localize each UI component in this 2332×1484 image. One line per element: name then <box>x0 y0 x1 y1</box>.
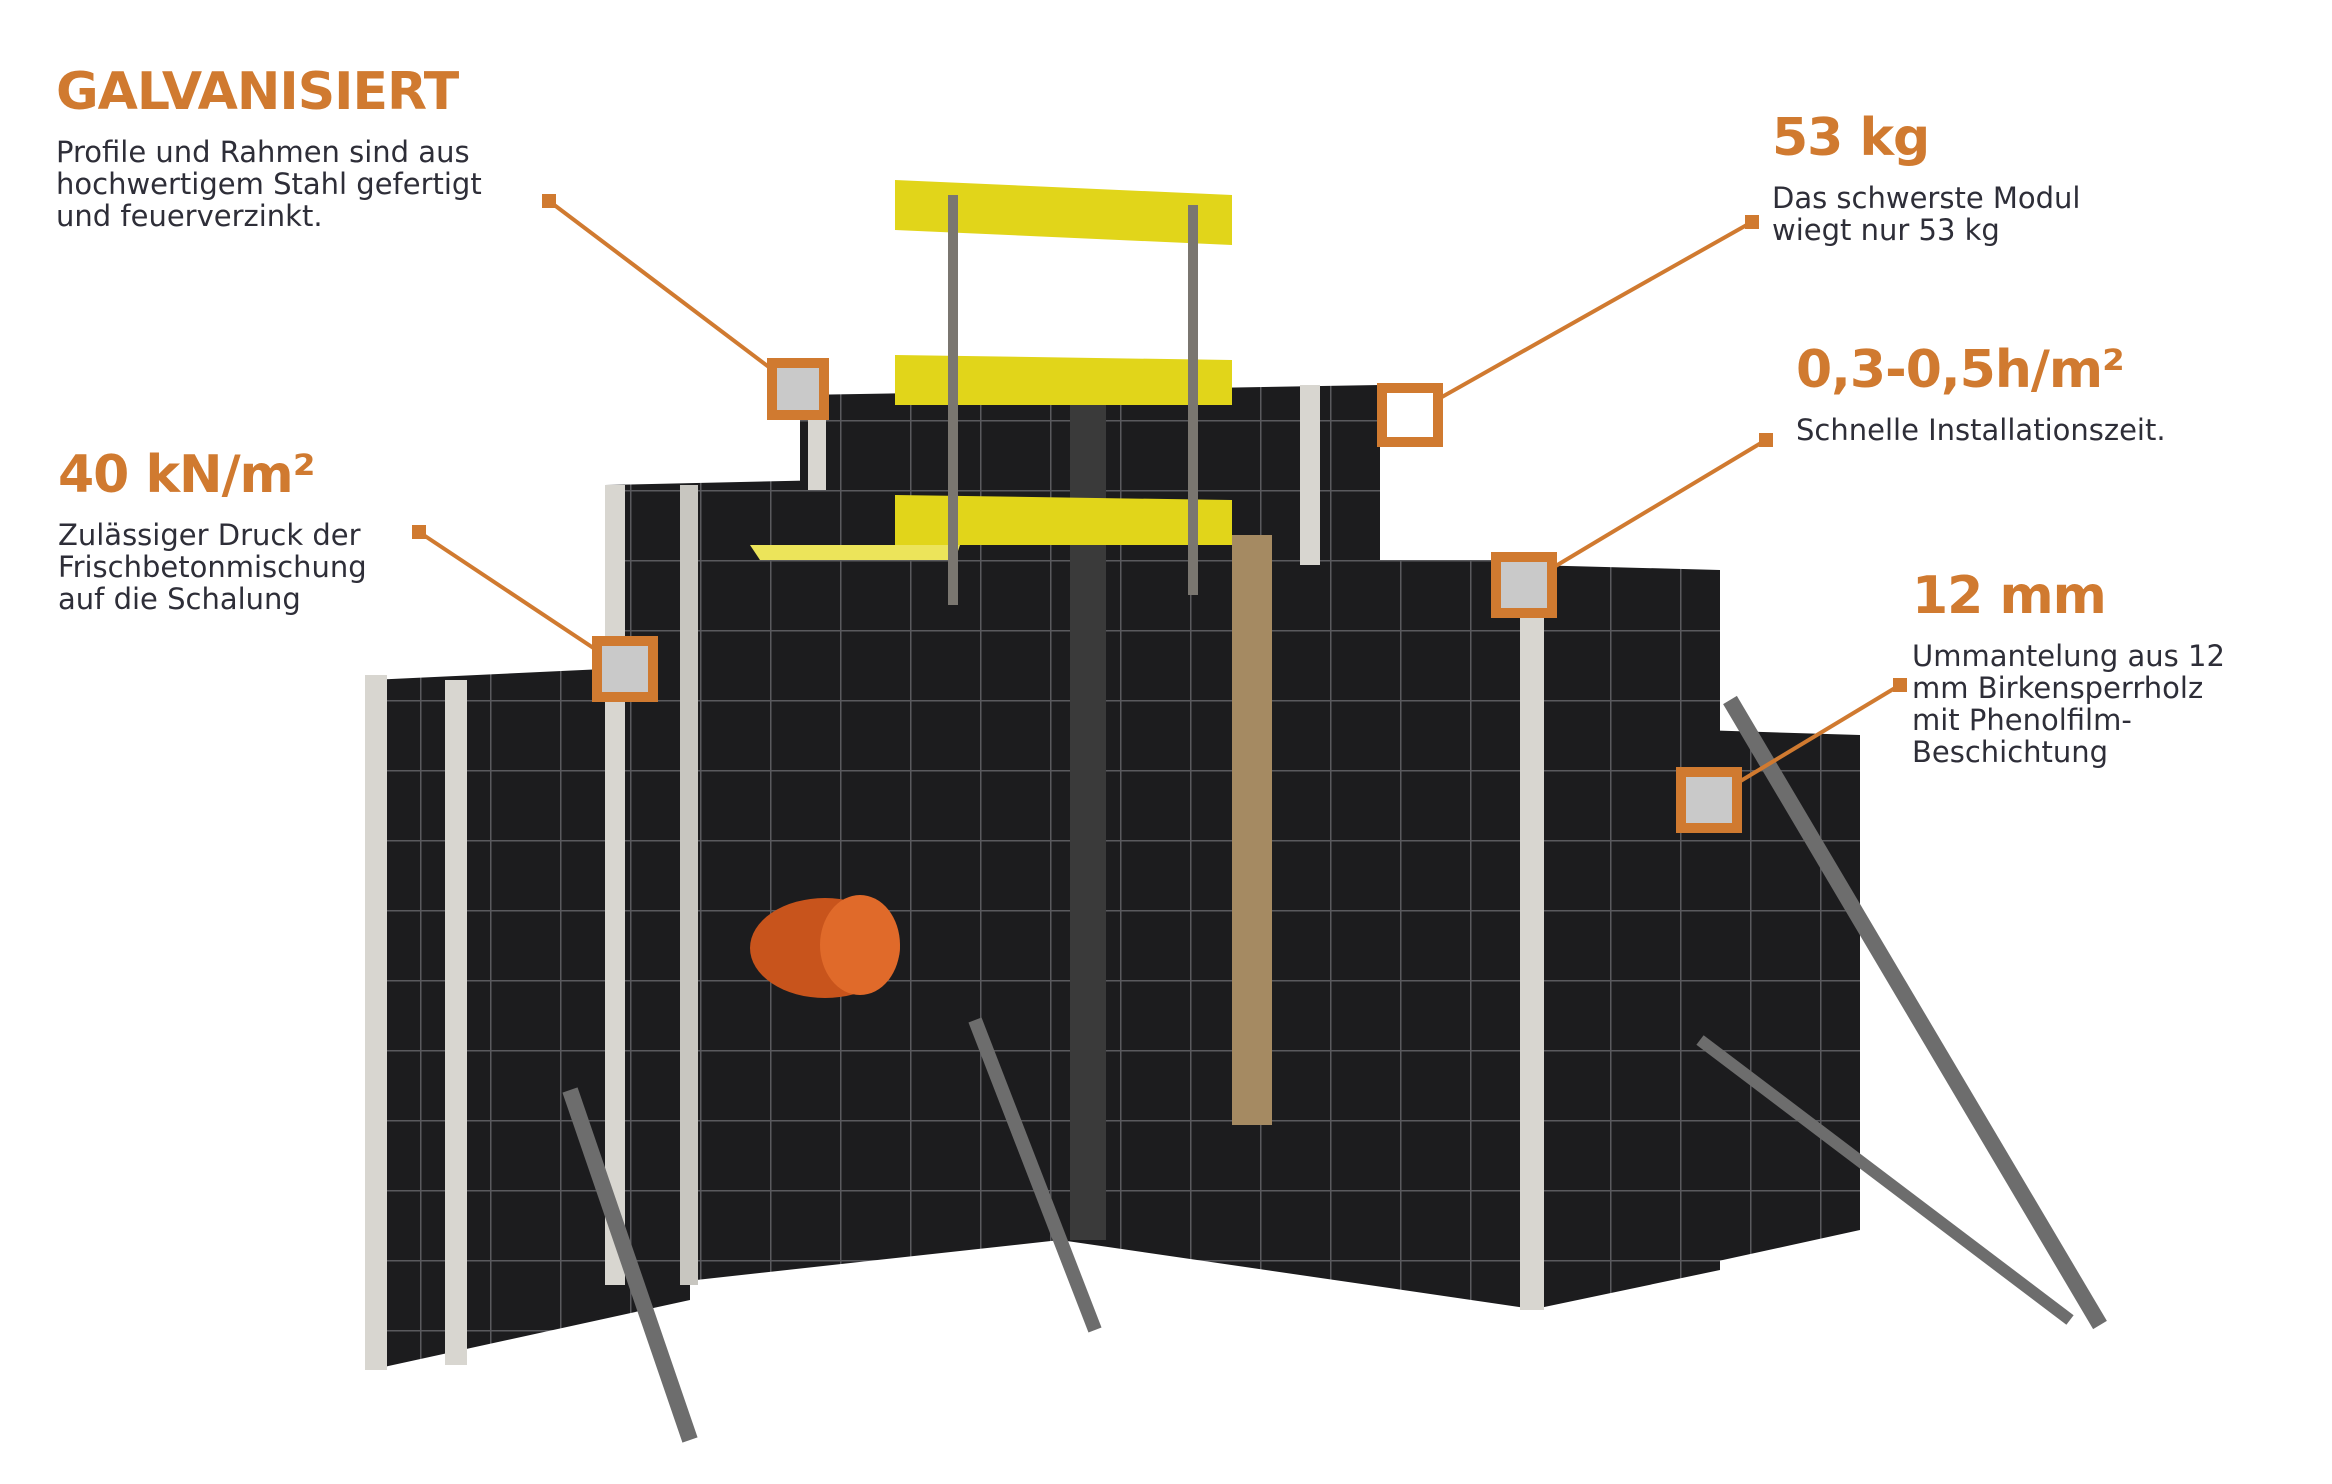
text-line: Ummantelung aus 12 <box>1912 639 2225 673</box>
frame-profile <box>1520 565 1544 1310</box>
platform-bottom <box>895 495 1232 545</box>
left-upper-panel <box>605 475 1060 1290</box>
strut <box>1696 1035 2074 1325</box>
strut <box>968 1017 1102 1333</box>
highlight-box-install <box>1491 552 1557 618</box>
railing-post <box>948 195 958 605</box>
wood-post <box>1232 535 1272 1125</box>
callout-pressure: 40 kN/m² Zulässiger Druck der Frischbeto… <box>58 445 367 615</box>
callout-text: Das schwerste Modul wiegt nur 53 kg <box>1772 182 2081 246</box>
callout-weight: 53 kg Das schwerste Modul wiegt nur 53 k… <box>1772 108 2081 246</box>
right-corner-panel <box>1530 565 1720 1310</box>
callout-heading: 0,3-0,5h/m² <box>1796 340 2125 400</box>
frame-profile <box>605 485 625 1285</box>
callout-install-time: 0,3-0,5h/m² Schnelle Installationszeit. <box>1796 340 2166 446</box>
railing-post <box>1188 205 1198 595</box>
pipe-opening <box>820 895 900 995</box>
callout-heading: 53 kg <box>1772 108 1930 168</box>
callout-text: Ummantelung aus 12 mm Birkensperrholz mi… <box>1912 640 2225 768</box>
callout-text: Profile und Rahmen sind aus hochwertigem… <box>56 136 482 232</box>
callout-plywood: 12 mm Ummantelung aus 12 mm Birkensperrh… <box>1912 566 2225 768</box>
highlight-box-pressure <box>592 636 658 702</box>
highlight-box-galvanized <box>767 358 829 420</box>
callout-heading: 12 mm <box>1912 566 2107 626</box>
strut <box>562 1087 698 1443</box>
left-wing-panel <box>370 665 690 1370</box>
strut <box>1723 695 2107 1330</box>
text-line: Beschichtung <box>1912 735 2109 769</box>
frame-profile <box>1300 385 1320 565</box>
platform-top <box>895 180 1232 245</box>
text-line: Zulässiger Druck der <box>58 518 361 552</box>
text-line: und feuerverzinkt. <box>56 199 323 233</box>
text-line: Das schwerste Modul <box>1772 181 2081 215</box>
text-line: mit Phenolfilm- <box>1912 703 2132 737</box>
platform-deck <box>750 545 960 560</box>
callout-text: Schnelle Installationszeit. <box>1796 414 2166 446</box>
frame-profile <box>445 680 467 1365</box>
platform-middle <box>895 355 1232 405</box>
callout-galvanized: GALVANISIERT Profile und Rahmen sind aus… <box>56 62 482 232</box>
text-line: auf die Schalung <box>58 582 301 616</box>
frame-profile <box>365 675 387 1370</box>
callout-heading: GALVANISIERT <box>56 62 459 122</box>
callout-text: Zulässiger Druck der Frischbetonmischung… <box>58 519 367 615</box>
text-line: wiegt nur 53 kg <box>1772 213 2000 247</box>
text-line: Frischbetonmischung <box>58 550 367 584</box>
right-center-panel <box>1060 560 1540 1310</box>
highlight-box-weight <box>1377 383 1443 447</box>
frame-profile <box>680 485 698 1285</box>
highlight-box-plywood <box>1676 767 1742 833</box>
text-line: mm Birkensperrholz <box>1912 671 2204 705</box>
text-line: Profile und Rahmen sind aus <box>56 135 470 169</box>
text-line: Schnelle Installationszeit. <box>1796 413 2166 447</box>
text-line: hochwertigem Stahl gefertigt <box>56 167 482 201</box>
callout-heading: 40 kN/m² <box>58 445 316 505</box>
